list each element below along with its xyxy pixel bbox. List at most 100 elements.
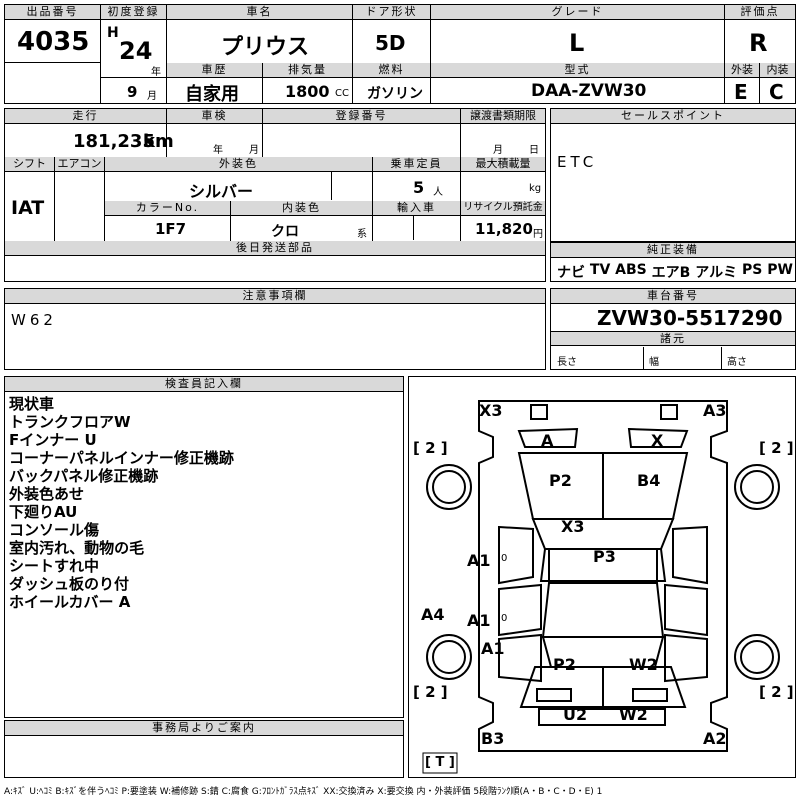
first-reg-month: 9 [127,83,138,101]
damage-mark: P2 [553,655,576,674]
damage-mark: A1 [481,639,505,658]
shift-cell: シフト IAT [5,157,55,241]
mileage-cell: 走行 181,235 km [5,109,174,157]
exterior-score-cell: 外装 E [725,63,760,104]
inspector-label: 検査員記入欄 [5,377,403,392]
equipment-item: TV [589,262,611,278]
first-reg-month-unit: 月 [147,91,157,102]
inspection-year-unit: 年 [213,145,223,156]
car-name-value: プリウス [221,35,310,60]
displacement-value: 1800 [285,82,330,101]
note-line: ダッシュ板のり付 [9,575,130,593]
interior-color-cell: 内装色 クロ 系 [231,201,373,241]
spec-height-label: 高さ [727,357,747,368]
damage-mark: X3 [479,401,503,420]
shift-label: シフト [5,157,54,172]
history-value: 自家用 [185,84,239,105]
chassis-label: 車台番号 [551,289,795,304]
interior-score-cell: 内装 C [760,63,795,104]
inspection-label: 車検 [167,109,262,124]
color-value: シルバー [189,182,254,201]
interior-color-unit: 系 [357,229,367,240]
damage-mark: A1 [467,551,491,570]
damage-mark: P2 [549,471,572,490]
note-line: シートすれ中 [9,557,100,575]
door-cell: ドア形状 5D [353,5,431,63]
fuel-cell: 燃料 ガソリン [353,63,431,103]
displacement-label: 排気量 [263,63,352,78]
spec-length-label: 長さ [557,357,577,368]
legend: A:ｷｽﾞ U:ﾍｺﾐ B:ｷｽﾞを伴うﾍｺﾐ P:要塗装 W:補修跡 S:錆 … [4,787,603,797]
first-reg-year-unit: 年 [151,67,161,78]
damage-mark: B4 [637,471,661,490]
inspector-block: 検査員記入欄 現状車 トランクフロアW Fインナー U コーナーパネルインナー修… [4,376,404,718]
damage-mark: A1 [467,611,491,630]
transfer-month-unit: 月 [493,145,503,156]
vehicle-info-block: 走行 181,235 km 車検 年 月 登録番号 譲渡書類期限 月 日 シフト… [4,108,546,282]
rear-parts-label: 後日発送部品 [5,241,545,256]
door-value: 5D [375,31,406,55]
lot-no-cell: 出品番号 4035 [5,5,101,103]
model-value: DAA-ZVW30 [531,81,647,101]
tire-right-bottom: [ 2 ] [759,683,794,701]
chassis-block: 車台番号 ZVW30-5517290 諸元 長さ 幅 高さ [550,288,796,370]
caution-block: 注意事項欄 W62 [4,288,546,370]
equipment-item: ナビ [557,265,585,281]
note-line: ホイールカバー A [9,593,131,611]
color-no-label: カラーNo. [105,201,230,216]
damage-diagram: X3 A3 A X P2 B4 X3 A1 P3 A4 A1 A1 P2 W2 … [408,376,796,778]
note-line: 室内汚れ、動物の毛 [9,539,145,557]
reg-no-label: 登録番号 [263,109,460,124]
chassis-value: ZVW30-5517290 [597,306,783,330]
max-load-unit: kg [529,183,542,194]
fuel-label: 燃料 [353,63,430,78]
transfer-deadline-label: 譲渡書類期限 [461,109,545,124]
equipment-item: アルミ [695,265,738,281]
shift-value: IAT [11,197,45,219]
first-reg-era: H [107,25,119,41]
note-line: 現状車 [9,395,55,413]
tire-right-top: [ 2 ] [759,439,794,457]
first-reg-cell: 初度登録 H 24 年 9 月 [101,5,167,103]
transfer-day-unit: 日 [529,145,539,156]
score-cell: 評価点 R [725,5,795,63]
recycle-label: リサイクル預託金 [461,201,545,216]
max-load-cell: 最大積載量 kg [461,157,545,201]
damage-mark: W2 [619,705,648,724]
interior-score-value: C [769,80,784,104]
damage-mark: A3 [703,401,727,420]
spec-width-label: 幅 [649,357,659,368]
transfer-deadline-cell: 譲渡書類期限 月 日 [461,109,545,157]
mileage-value: 181,235 [73,131,155,152]
damage-mark: W2 [629,655,658,674]
recycle-cell: リサイクル預託金 11,820 円 [461,201,545,241]
inspection-month-unit: 月 [249,145,259,156]
model-label: 型式 [431,63,724,78]
color-label: 外装色 [105,157,372,172]
score-value: R [749,29,768,57]
tire-left-top: [ 2 ] [413,439,448,457]
history-label: 車歴 [167,63,262,78]
damage-mark: A4 [421,605,445,624]
caution-label: 注意事項欄 [5,289,545,304]
lot-no-label: 出品番号 [5,5,100,20]
car-outline [422,400,780,774]
import-cell: 輸入車 [373,201,461,241]
inspection-cell: 車検 年 月 [167,109,263,157]
office-label: 事務局よりご案内 [5,721,403,736]
damage-mark: A2 [703,729,727,748]
interior-color-label: 内装色 [231,201,372,216]
color-no-value: 1F7 [155,220,187,238]
sales-point-label: セールスポイント [551,109,795,124]
capacity-unit: 人 [433,187,443,198]
displacement-cell: 排気量 1800 CC [263,63,353,103]
car-name-cell: 車名 プリウス [167,5,353,63]
damage-mark: B3 [481,729,505,748]
office-block: 事務局よりご案内 [4,720,404,778]
color-cell: 外装色 シルバー [105,157,373,201]
mileage-label: 走行 [5,109,166,124]
inspector-notes: 現状車 トランクフロアW Fインナー U コーナーパネルインナー修正機跡 バック… [9,395,234,611]
capacity-value: 5 [413,178,425,197]
grade-value: L [569,29,585,57]
note-line: コーナーパネルインナー修正機跡 [9,449,234,467]
